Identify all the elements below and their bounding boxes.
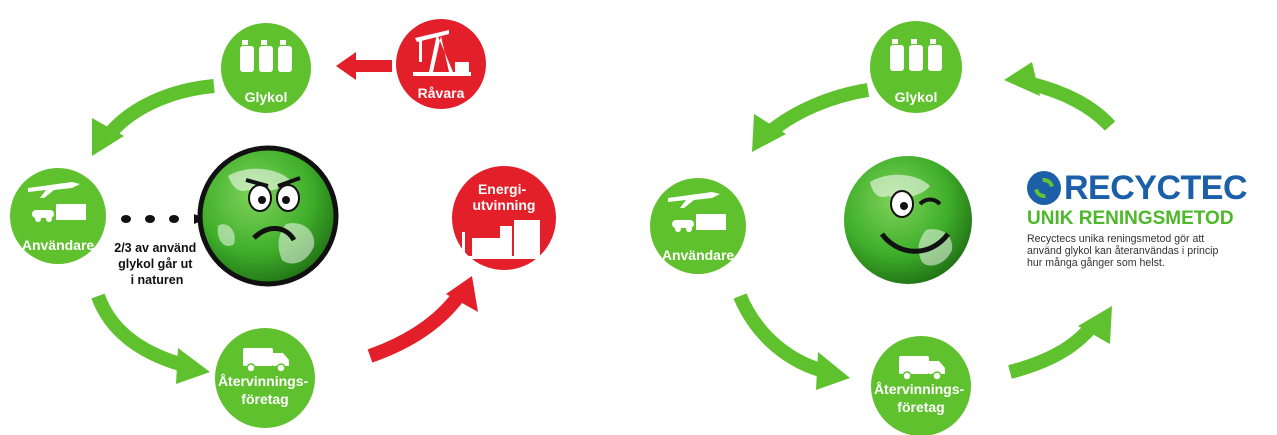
left-cycle: Glykol Råvara Användare [10, 19, 556, 428]
arrow-atervinning-to-energi [367, 289, 466, 363]
power-plant-icon [460, 220, 542, 259]
recyctec-brand-block: RECYCTEC UNIK RENINGSMETOD Recyctecs uni… [1027, 170, 1275, 269]
arrow-r-glykol-to-anvandare [765, 83, 870, 138]
arrow-r-anvandare-to-atervinning-head [816, 352, 850, 390]
node-energi: Energi- utvinning [452, 166, 556, 270]
arrow-r-atervinning-to-recyctec [1008, 321, 1098, 379]
node-anvandare-left: Användare [10, 168, 106, 264]
arrow-anvandare-to-atervinning-head [176, 348, 210, 384]
arrow-r-recyctec-to-glykol [1030, 77, 1116, 131]
node-label: Glykol [895, 89, 938, 105]
arrow-ravara-to-glykol-head [336, 52, 356, 80]
arrow-atervinning-to-energi-head [446, 276, 478, 312]
canisters-icon [240, 40, 292, 72]
node-label: Energi- utvinning [473, 181, 536, 213]
arrow-r-glykol-to-anvandare-head [752, 114, 786, 152]
node-label: Användare [22, 237, 95, 253]
node-label: Råvara [418, 85, 465, 101]
node-label: Återvinnings- företag [874, 381, 968, 415]
arrow-r-recyctec-to-glykol-head [1004, 62, 1040, 96]
arrow-anvandare-to-atervinning [91, 293, 183, 371]
node-glykol-right: Glykol [870, 21, 962, 113]
globe-happy [844, 156, 972, 284]
brand-headline: UNIK RENINGSMETOD [1027, 208, 1234, 229]
leak-text: 2/3 av använd glykol går ut i naturen [114, 241, 199, 287]
oil-pump-icon [413, 30, 471, 76]
node-ravara: Råvara [396, 19, 486, 109]
logo-text: RECYCTEC [1064, 169, 1248, 207]
node-glykol-left: Glykol [221, 23, 311, 113]
canisters-icon [890, 39, 942, 71]
brand-body: Recyctecs unika reningsmetod gör att anv… [1027, 233, 1219, 269]
node-label: Användare [662, 247, 735, 263]
globe-sad [197, 145, 339, 287]
recyctec-logo: RECYCTEC [1027, 170, 1275, 206]
right-cycle: Glykol Användare Återvinnings- företag [650, 21, 1116, 435]
arrow-glykol-to-anvandare [102, 79, 215, 141]
node-label: Återvinnings- företag [218, 373, 312, 407]
node-label: Glykol [245, 89, 288, 105]
leak-drops [121, 214, 206, 224]
node-anvandare-right: Användare [650, 178, 746, 274]
arrow-glykol-to-anvandare-head [92, 118, 124, 156]
node-atervinning-left: Återvinnings- företag [215, 328, 315, 428]
recycle-logo-icon [1027, 171, 1061, 205]
arrow-r-atervinning-to-recyctec-head [1078, 306, 1112, 344]
arrow-r-anvandare-to-atervinning [733, 293, 823, 377]
node-atervinning-right: Återvinnings- företag [871, 336, 971, 435]
